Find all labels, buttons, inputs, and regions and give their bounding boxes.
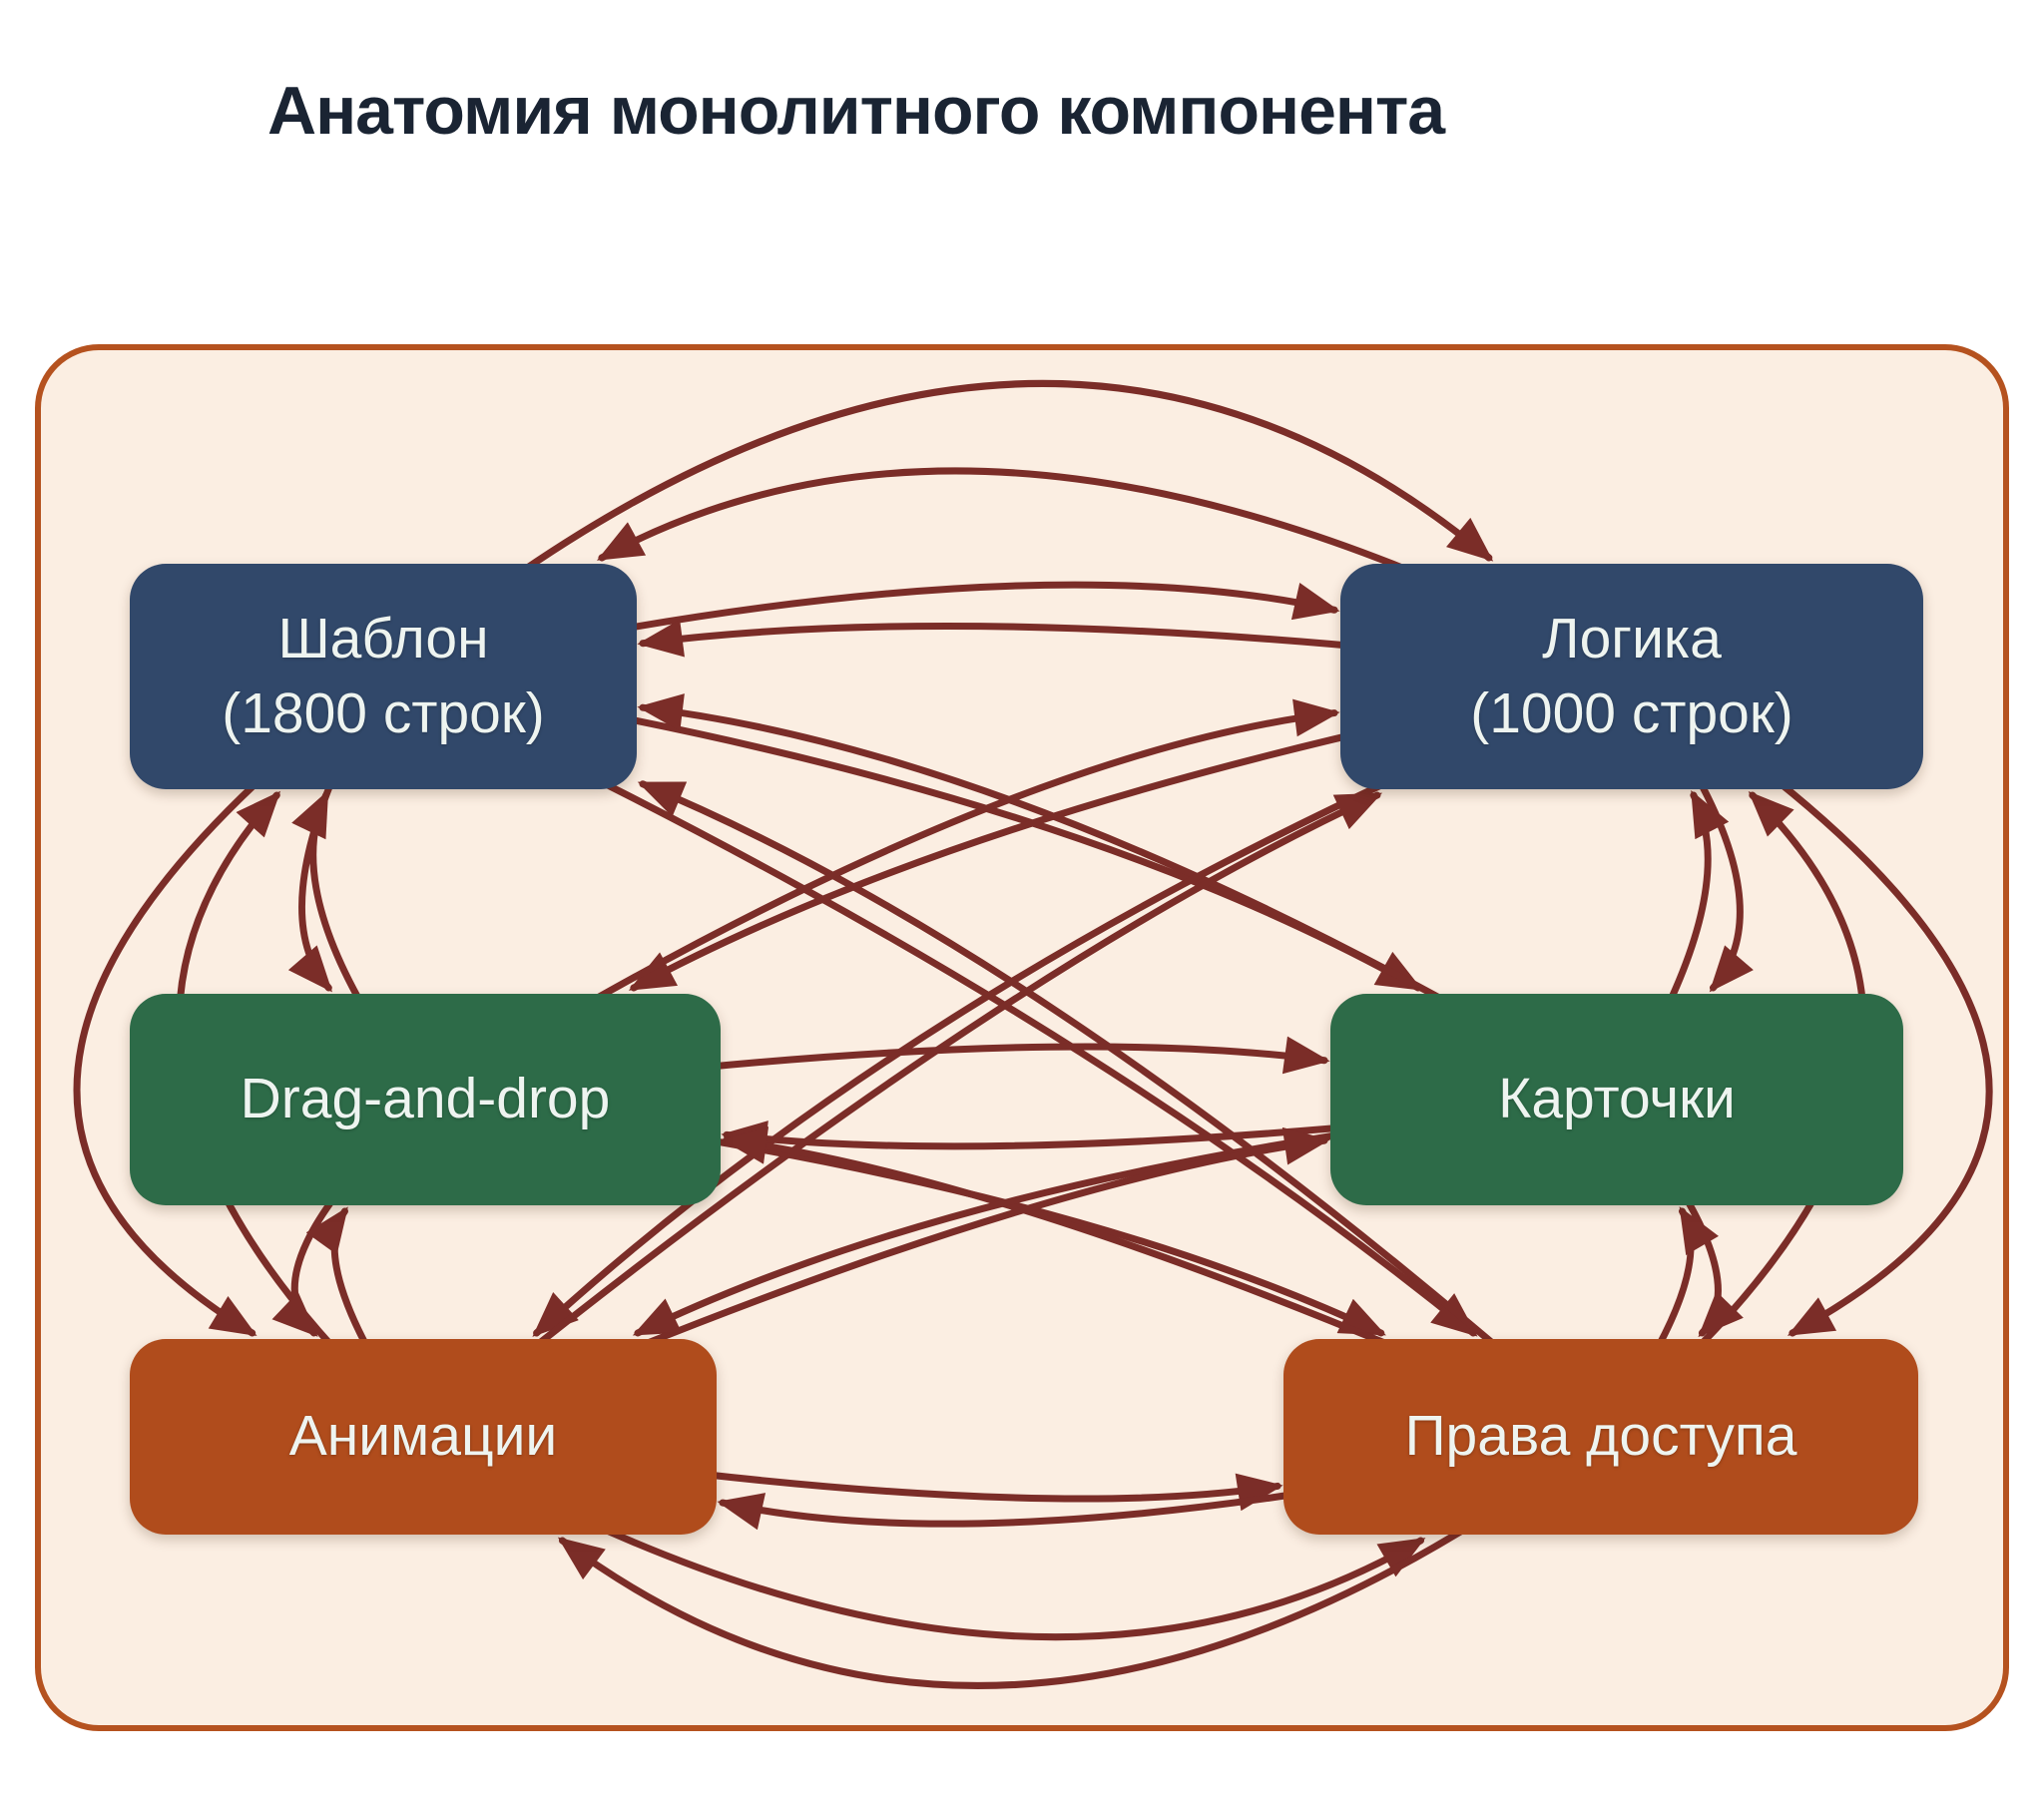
node-label: Шаблон [277, 606, 489, 671]
node-animacii: Анимации [130, 1339, 717, 1535]
node-dragdrop: Drag-and-drop [130, 994, 721, 1205]
node-logika: Логика (1000 строк) [1340, 564, 1923, 789]
node-label: Drag-and-drop [240, 1067, 611, 1131]
node-label: Права доступа [1404, 1404, 1797, 1469]
node-label: Карточки [1498, 1067, 1736, 1131]
node-sublabel: (1000 строк) [1470, 681, 1793, 745]
page-title: Анатомия монолитного компонента [267, 73, 1445, 149]
node-sublabel: (1800 строк) [222, 681, 545, 745]
node-label: Логика [1542, 606, 1722, 671]
node-shablon: Шаблон (1800 строк) [130, 564, 637, 789]
node-kartochki: Карточки [1330, 994, 1903, 1205]
node-prava: Права доступа [1283, 1339, 1918, 1535]
node-label: Анимации [288, 1404, 558, 1469]
